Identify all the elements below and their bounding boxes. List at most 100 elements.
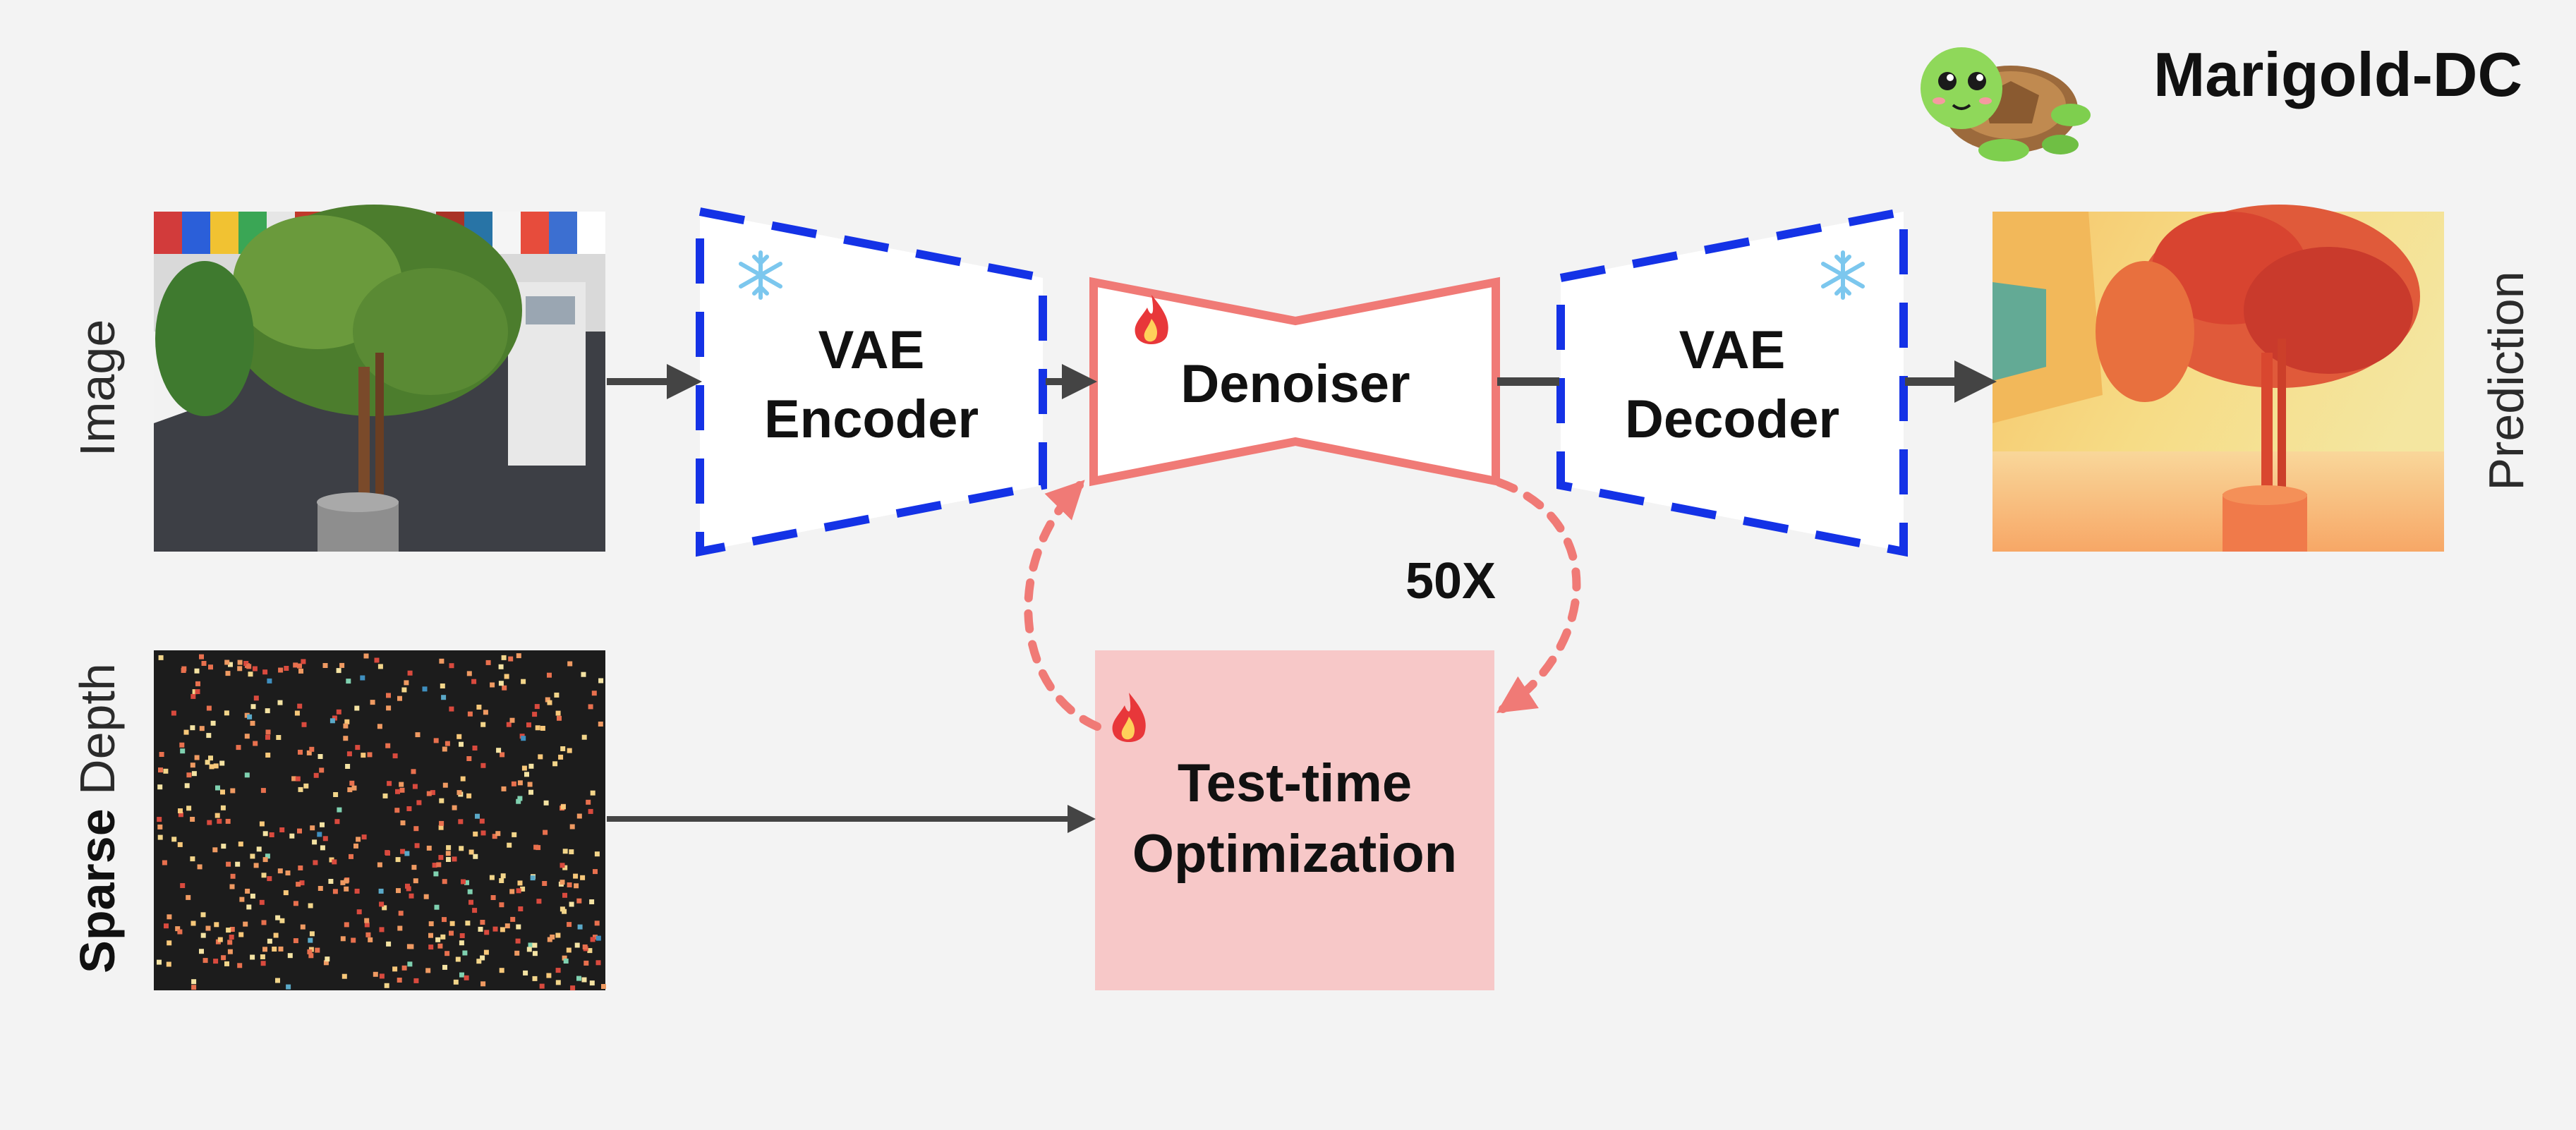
sparse-depth-point [569, 901, 574, 907]
sparse-depth-point [220, 805, 226, 810]
sparse-depth-point [208, 755, 213, 761]
sparse-depth-point [588, 704, 593, 710]
sparse-depth-point [227, 940, 233, 945]
sparse-depth-point [516, 798, 521, 804]
snowflake-icon [1821, 250, 1865, 300]
sparse-depth-point [507, 842, 512, 848]
sparse-depth-point [394, 808, 400, 813]
sparse-depth-point [370, 700, 375, 705]
sparse-depth-point [517, 780, 523, 786]
sparse-depth-point [298, 865, 303, 870]
sparse-depth-point [476, 705, 482, 710]
sparse-depth-map [154, 650, 606, 991]
sparse-depth-point [296, 882, 301, 887]
sparse-depth-point [528, 763, 534, 769]
sparse-depth-point [475, 813, 480, 819]
sparse-depth-point [560, 804, 566, 810]
sparse-depth-point [344, 719, 350, 724]
sparse-depth-point [581, 977, 587, 983]
sparse-depth-point [498, 681, 504, 686]
sparse-depth-point [459, 846, 464, 851]
sparse-depth-point [466, 671, 472, 676]
sparse-depth-point [480, 830, 486, 836]
sparse-depth-point [225, 671, 231, 676]
sparse-depth-point [200, 932, 206, 938]
sparse-depth-point [221, 955, 226, 961]
sparse-depth-point [226, 861, 231, 867]
sparse-depth-point [567, 748, 572, 753]
sparse-depth-point [332, 889, 338, 894]
sparse-depth-point [277, 868, 283, 874]
sparse-depth-point [471, 679, 477, 684]
sparse-depth-point [278, 946, 284, 952]
optimization-line2: Optimization [1132, 824, 1457, 884]
sparse-depth-point [178, 812, 183, 818]
sparse-depth-point [184, 783, 190, 789]
sparse-depth-point [547, 672, 552, 678]
sparse-depth-point [398, 911, 404, 916]
sparse-depth-point [306, 750, 312, 755]
sparse-depth-point [368, 937, 373, 942]
sparse-depth-point [364, 918, 370, 923]
sparse-depth-point [237, 666, 243, 672]
sparse-depth-point [430, 790, 435, 796]
sparse-depth-point [190, 763, 195, 768]
sparse-depth-point [492, 834, 497, 839]
sparse-depth-point [521, 736, 526, 741]
sparse-depth-point [346, 679, 351, 684]
sparse-depth-point [244, 734, 250, 739]
sparse-depth-point [509, 717, 515, 723]
sparse-depth-point [192, 689, 198, 695]
sparse-depth-point [199, 949, 204, 954]
sparse-depth-point [518, 906, 524, 911]
sparse-depth-point [190, 856, 195, 862]
sparse-depth-point [433, 871, 439, 877]
sparse-depth-point [236, 745, 241, 751]
sparse-depth-point [356, 909, 362, 915]
sparse-depth-point [325, 956, 330, 962]
sparse-depth-point [353, 843, 358, 849]
sparse-depth-point [293, 938, 298, 944]
sparse-depth-point [344, 886, 349, 892]
sparse-depth-point [539, 983, 545, 989]
sparse-depth-point [490, 682, 495, 688]
sparse-depth-point [343, 723, 349, 729]
sparse-depth-point [200, 912, 206, 918]
sparse-depth-point [442, 782, 448, 788]
sparse-depth-point [159, 752, 164, 757]
sparse-depth-point [191, 979, 197, 985]
sparse-depth-point [590, 937, 595, 942]
sparse-depth-point [322, 663, 328, 668]
sparse-depth-point [526, 722, 531, 728]
sparse-depth-point [320, 845, 325, 851]
logo-title: Marigold-DC [2153, 40, 2522, 109]
sparse-depth-point [517, 880, 523, 886]
input-image [154, 205, 605, 552]
sparse-depth-point [411, 769, 416, 774]
sparse-depth-point [521, 679, 526, 684]
sparse-depth-point [238, 842, 243, 847]
sparse-depth-point [396, 888, 401, 894]
turtle-icon [1921, 47, 2091, 162]
sparse-depth-point [405, 883, 410, 889]
sparse-depth-point [581, 672, 586, 677]
sparse-label-rest: Depth [70, 663, 125, 808]
sparse-depth-point [293, 901, 298, 906]
sparse-depth-point [243, 921, 248, 927]
sparse-depth-point [224, 961, 229, 966]
sparse-depth-point [461, 879, 466, 885]
sparse-depth-point [194, 755, 200, 760]
sparse-depth-point [515, 938, 521, 944]
sparse-depth-point [514, 950, 520, 956]
sparse-depth-point [484, 930, 490, 935]
sparse-depth-point [445, 951, 450, 956]
sparse-depth-point [442, 917, 447, 923]
sparse-depth-point [480, 920, 485, 925]
sparse-depth-point [162, 860, 167, 865]
sparse-depth-point [409, 893, 414, 899]
sparse-depth-point [407, 961, 413, 967]
sparse-depth-point [422, 686, 428, 692]
sparse-depth-point [455, 956, 461, 962]
sparse-depth-point [580, 875, 586, 880]
sparse-depth-point [374, 657, 380, 663]
